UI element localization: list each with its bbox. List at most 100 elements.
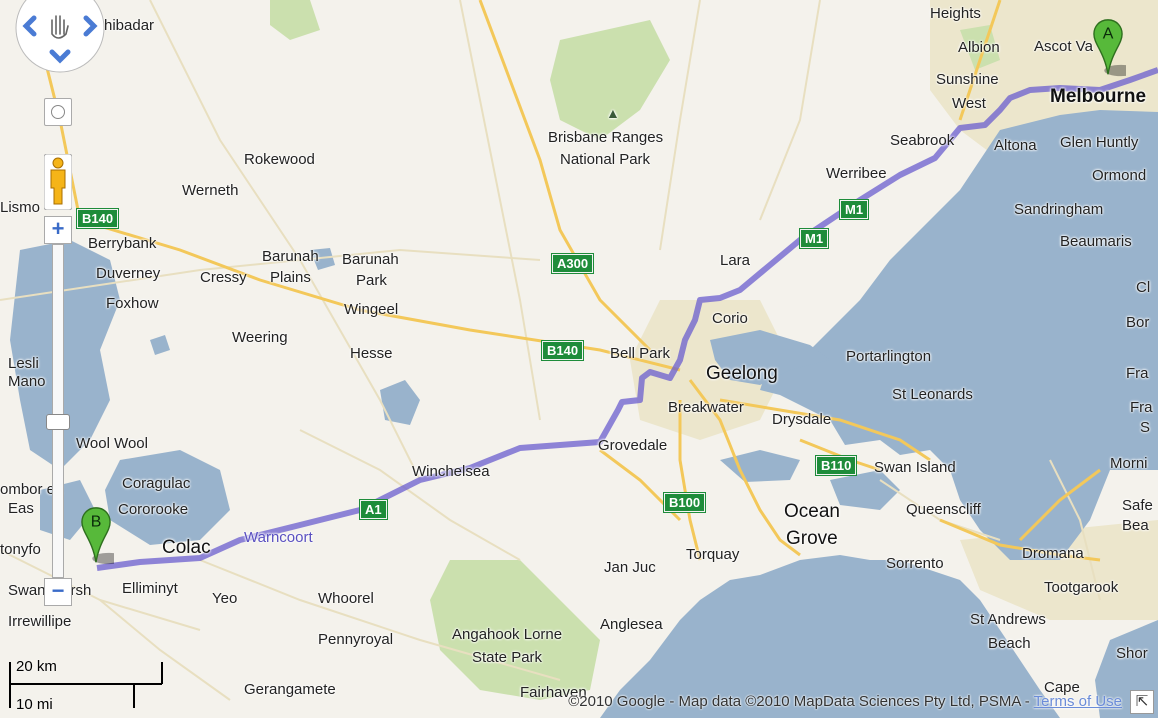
label-manor: Mano <box>8 373 46 390</box>
pan-left-icon[interactable] <box>22 15 37 37</box>
label-safe: Safe <box>1122 497 1153 514</box>
label-glen-huntly: Glen Huntly <box>1060 134 1139 151</box>
label-st-leonards: St Leonards <box>892 386 973 403</box>
pan-right-icon[interactable] <box>83 15 98 37</box>
label-werneth: Werneth <box>182 182 239 199</box>
label-hesse: Hesse <box>350 345 393 362</box>
label-irrewillipe: Irrewillipe <box>8 613 72 630</box>
pan-control[interactable] <box>12 0 108 76</box>
label-angahook: Angahook Lorne <box>452 626 563 643</box>
label-corio: Corio <box>712 310 748 327</box>
label-sunshine: Sunshine <box>936 71 999 88</box>
scale-km-label: 20 km <box>16 658 57 675</box>
marker-a[interactable]: A <box>1090 18 1126 78</box>
label-coragulac: Coragulac <box>122 475 191 492</box>
label-ocean: Ocean <box>784 501 840 522</box>
label-wool-wool: Wool Wool <box>76 435 148 452</box>
label-brisbane-ranges: Brisbane Ranges <box>548 129 664 146</box>
label-breakwater: Breakwater <box>668 399 744 416</box>
hand-icon[interactable] <box>51 15 69 39</box>
label-bea: Bea <box>1122 517 1149 534</box>
label-torquay: Torquay <box>686 546 740 563</box>
label-ormond: Ormond <box>1092 167 1147 184</box>
shield-a300: A300 <box>550 253 595 274</box>
label-wingeel: Wingeel <box>344 301 399 318</box>
lakes <box>10 240 800 545</box>
label-colac: Colac <box>162 537 211 558</box>
label-portarlington: Portarlington <box>846 348 932 365</box>
label-whoorel: Whoorel <box>318 590 374 607</box>
label-beaumaris: Beaumaris <box>1060 233 1132 250</box>
label-barunah-plains-2: Plains <box>270 269 311 286</box>
swan-bay <box>830 470 900 510</box>
label-st-andrews: St Andrews <box>970 611 1046 628</box>
label-geelong: Geelong <box>706 363 778 384</box>
label-s: S <box>1140 419 1151 436</box>
label-warncoort: Warncoort <box>244 529 313 546</box>
zoom-thumb[interactable] <box>46 414 70 430</box>
label-bor: Bor <box>1126 314 1150 331</box>
pegman-icon[interactable] <box>44 154 72 210</box>
bass-strait <box>600 555 1060 718</box>
port-phillip-bay <box>760 110 1158 560</box>
label-lismore: Lismo <box>0 199 41 216</box>
shield-b100: B100 <box>662 492 707 513</box>
shield-m1-1: M1 <box>838 199 870 220</box>
scale-mi-label: 10 mi <box>16 696 53 713</box>
label-drysdale: Drysdale <box>772 411 832 428</box>
route-path <box>96 67 1158 571</box>
label-leslie: Lesli <box>8 355 39 372</box>
label-morni: Morni <box>1110 455 1148 472</box>
scale-bar <box>9 662 163 708</box>
label-sandringham: Sandringham <box>1014 201 1104 218</box>
label-state-park: State Park <box>472 649 543 666</box>
marker-b[interactable]: B <box>78 506 114 566</box>
label-national-park: National Park <box>560 151 651 168</box>
pan-down-icon[interactable] <box>49 49 71 64</box>
label-seabrook: Seabrook <box>890 132 955 149</box>
label-nhibadar: hibadar <box>104 17 155 34</box>
parks <box>270 0 1000 700</box>
marker-a-letter: A <box>1103 26 1114 43</box>
label-gerangamete: Gerangamete <box>244 681 336 698</box>
label-weering: Weering <box>232 329 288 346</box>
label-werribee: Werribee <box>826 165 887 182</box>
label-dromana: Dromana <box>1022 545 1084 562</box>
label-barunah-park-1: Barunah <box>342 251 399 268</box>
label-altona: Altona <box>994 137 1037 154</box>
minor-roads <box>0 0 1101 701</box>
label-albion: Albion <box>958 39 1000 56</box>
label-pennyroyal: Pennyroyal <box>318 631 394 648</box>
terms-of-use-link[interactable]: Terms of Use <box>1033 693 1122 710</box>
label-pomborneit: ombor eit <box>0 481 63 498</box>
center-button[interactable] <box>44 98 72 126</box>
label-barunah-plains-1: Barunah <box>262 248 319 265</box>
marker-b-letter: B <box>91 514 102 531</box>
label-tootgarook: Tootgarook <box>1044 579 1119 596</box>
label-cressy: Cressy <box>200 269 247 286</box>
label-ascot-vale: Ascot Va <box>1034 38 1093 55</box>
label-bell-park: Bell Park <box>610 345 671 362</box>
zoom-slider[interactable]: + − <box>44 216 72 606</box>
label-berrybank: Berrybank <box>88 235 157 252</box>
shield-m1-2: M1 <box>798 228 830 249</box>
label-fra-2: Fra <box>1130 399 1153 416</box>
zoom-out-button[interactable]: − <box>44 578 72 606</box>
tree-icon: ▲ <box>606 105 620 121</box>
center-icon <box>51 104 65 119</box>
label-fra-1: Fra <box>1126 365 1149 382</box>
shield-a1: A1 <box>359 499 388 520</box>
fullscreen-icon[interactable]: ⇱ <box>1130 690 1154 714</box>
label-melbourne: Melbourne <box>1050 86 1147 107</box>
label-shor: Shor <box>1116 645 1148 662</box>
shield-b140-west: B140 <box>75 208 120 229</box>
label-lara: Lara <box>720 252 751 269</box>
label-anglesea: Anglesea <box>600 616 663 633</box>
zoom-in-button[interactable]: + <box>44 216 72 244</box>
label-cororooke: Cororooke <box>118 501 189 518</box>
label-foxhow: Foxhow <box>106 295 159 312</box>
label-elliminyt: Elliminyt <box>122 580 178 597</box>
zoom-track[interactable] <box>52 244 64 578</box>
label-jan-juc: Jan Juc <box>604 559 656 576</box>
